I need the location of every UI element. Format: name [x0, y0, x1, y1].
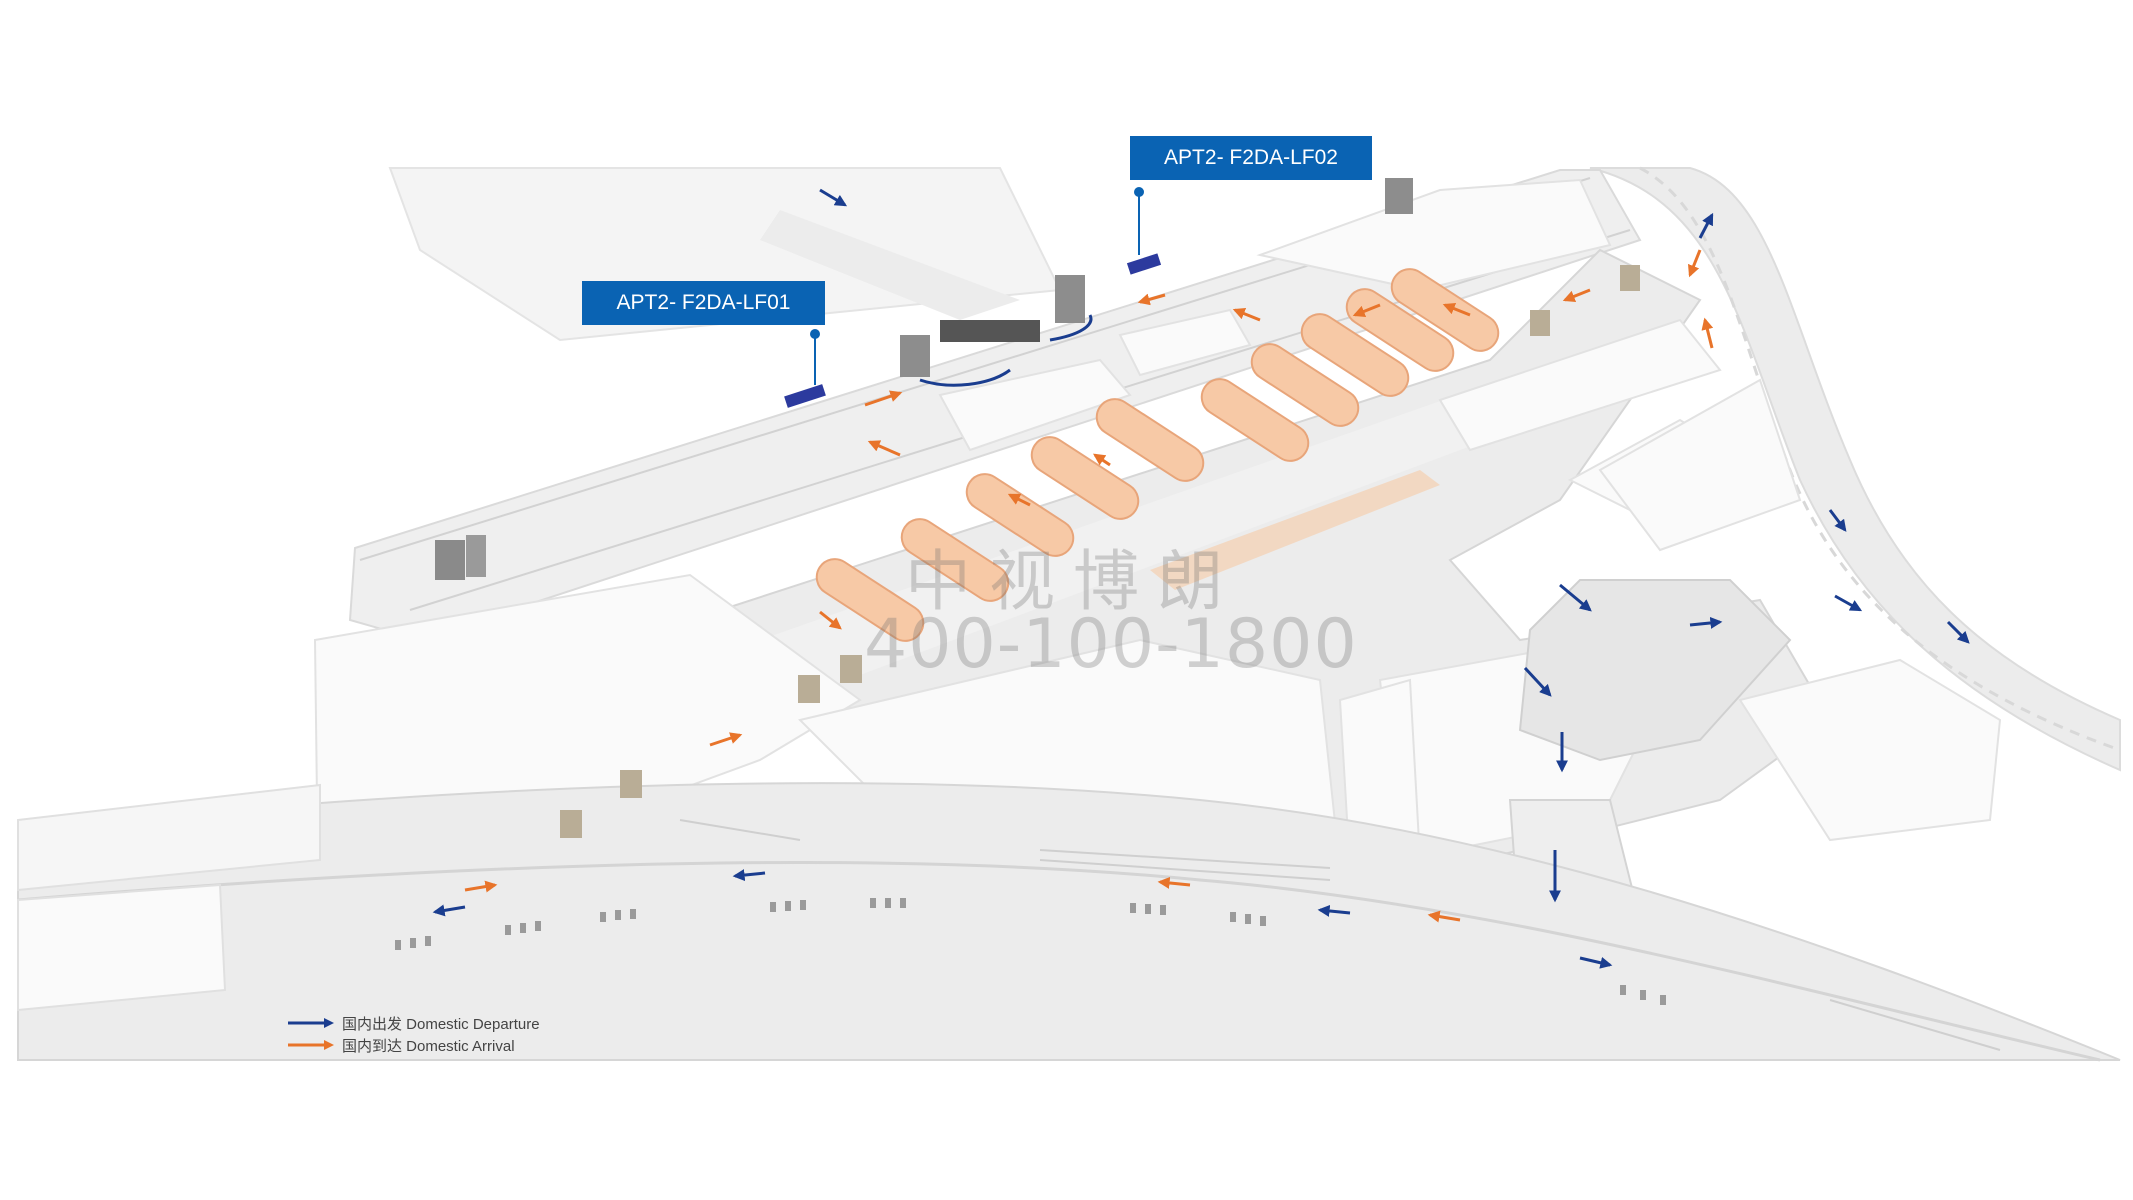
ad-panels [784, 253, 1162, 408]
legend: 国内出发 Domestic Departure 国内到达 Domestic Ar… [288, 1012, 540, 1056]
callout-label-lf01: APT2- F2DA-LF01 [582, 281, 825, 325]
billboard-icon [784, 384, 826, 408]
legend-row-arrival: 国内到达 Domestic Arrival [288, 1034, 540, 1056]
road-bollards [395, 898, 1666, 1005]
departure-path [919, 314, 1093, 387]
lower-road [17, 782, 2121, 1062]
legend-label-arrival: 国内到达 Domestic Arrival [342, 1037, 515, 1055]
orange-corridor [1150, 470, 1440, 590]
callout-label-lf02: APT2- F2DA-LF02 [1130, 136, 1372, 180]
pin-icon [810, 329, 820, 339]
arrow-icon [288, 1040, 334, 1050]
pin-icon [1134, 187, 1144, 197]
billboard-icon [1126, 253, 1162, 275]
baggage-carousels [815, 268, 1500, 642]
arrow-icon [288, 1018, 334, 1028]
arrival-arrows [464, 249, 1714, 923]
legend-row-departure: 国内出发 Domestic Departure [288, 1012, 540, 1034]
rails [679, 819, 2001, 1051]
legend-label-departure: 国内出发 Domestic Departure [342, 1015, 540, 1033]
kiosks [435, 178, 1640, 838]
departure-arrows [432, 188, 1970, 969]
location-pins [810, 187, 1144, 385]
